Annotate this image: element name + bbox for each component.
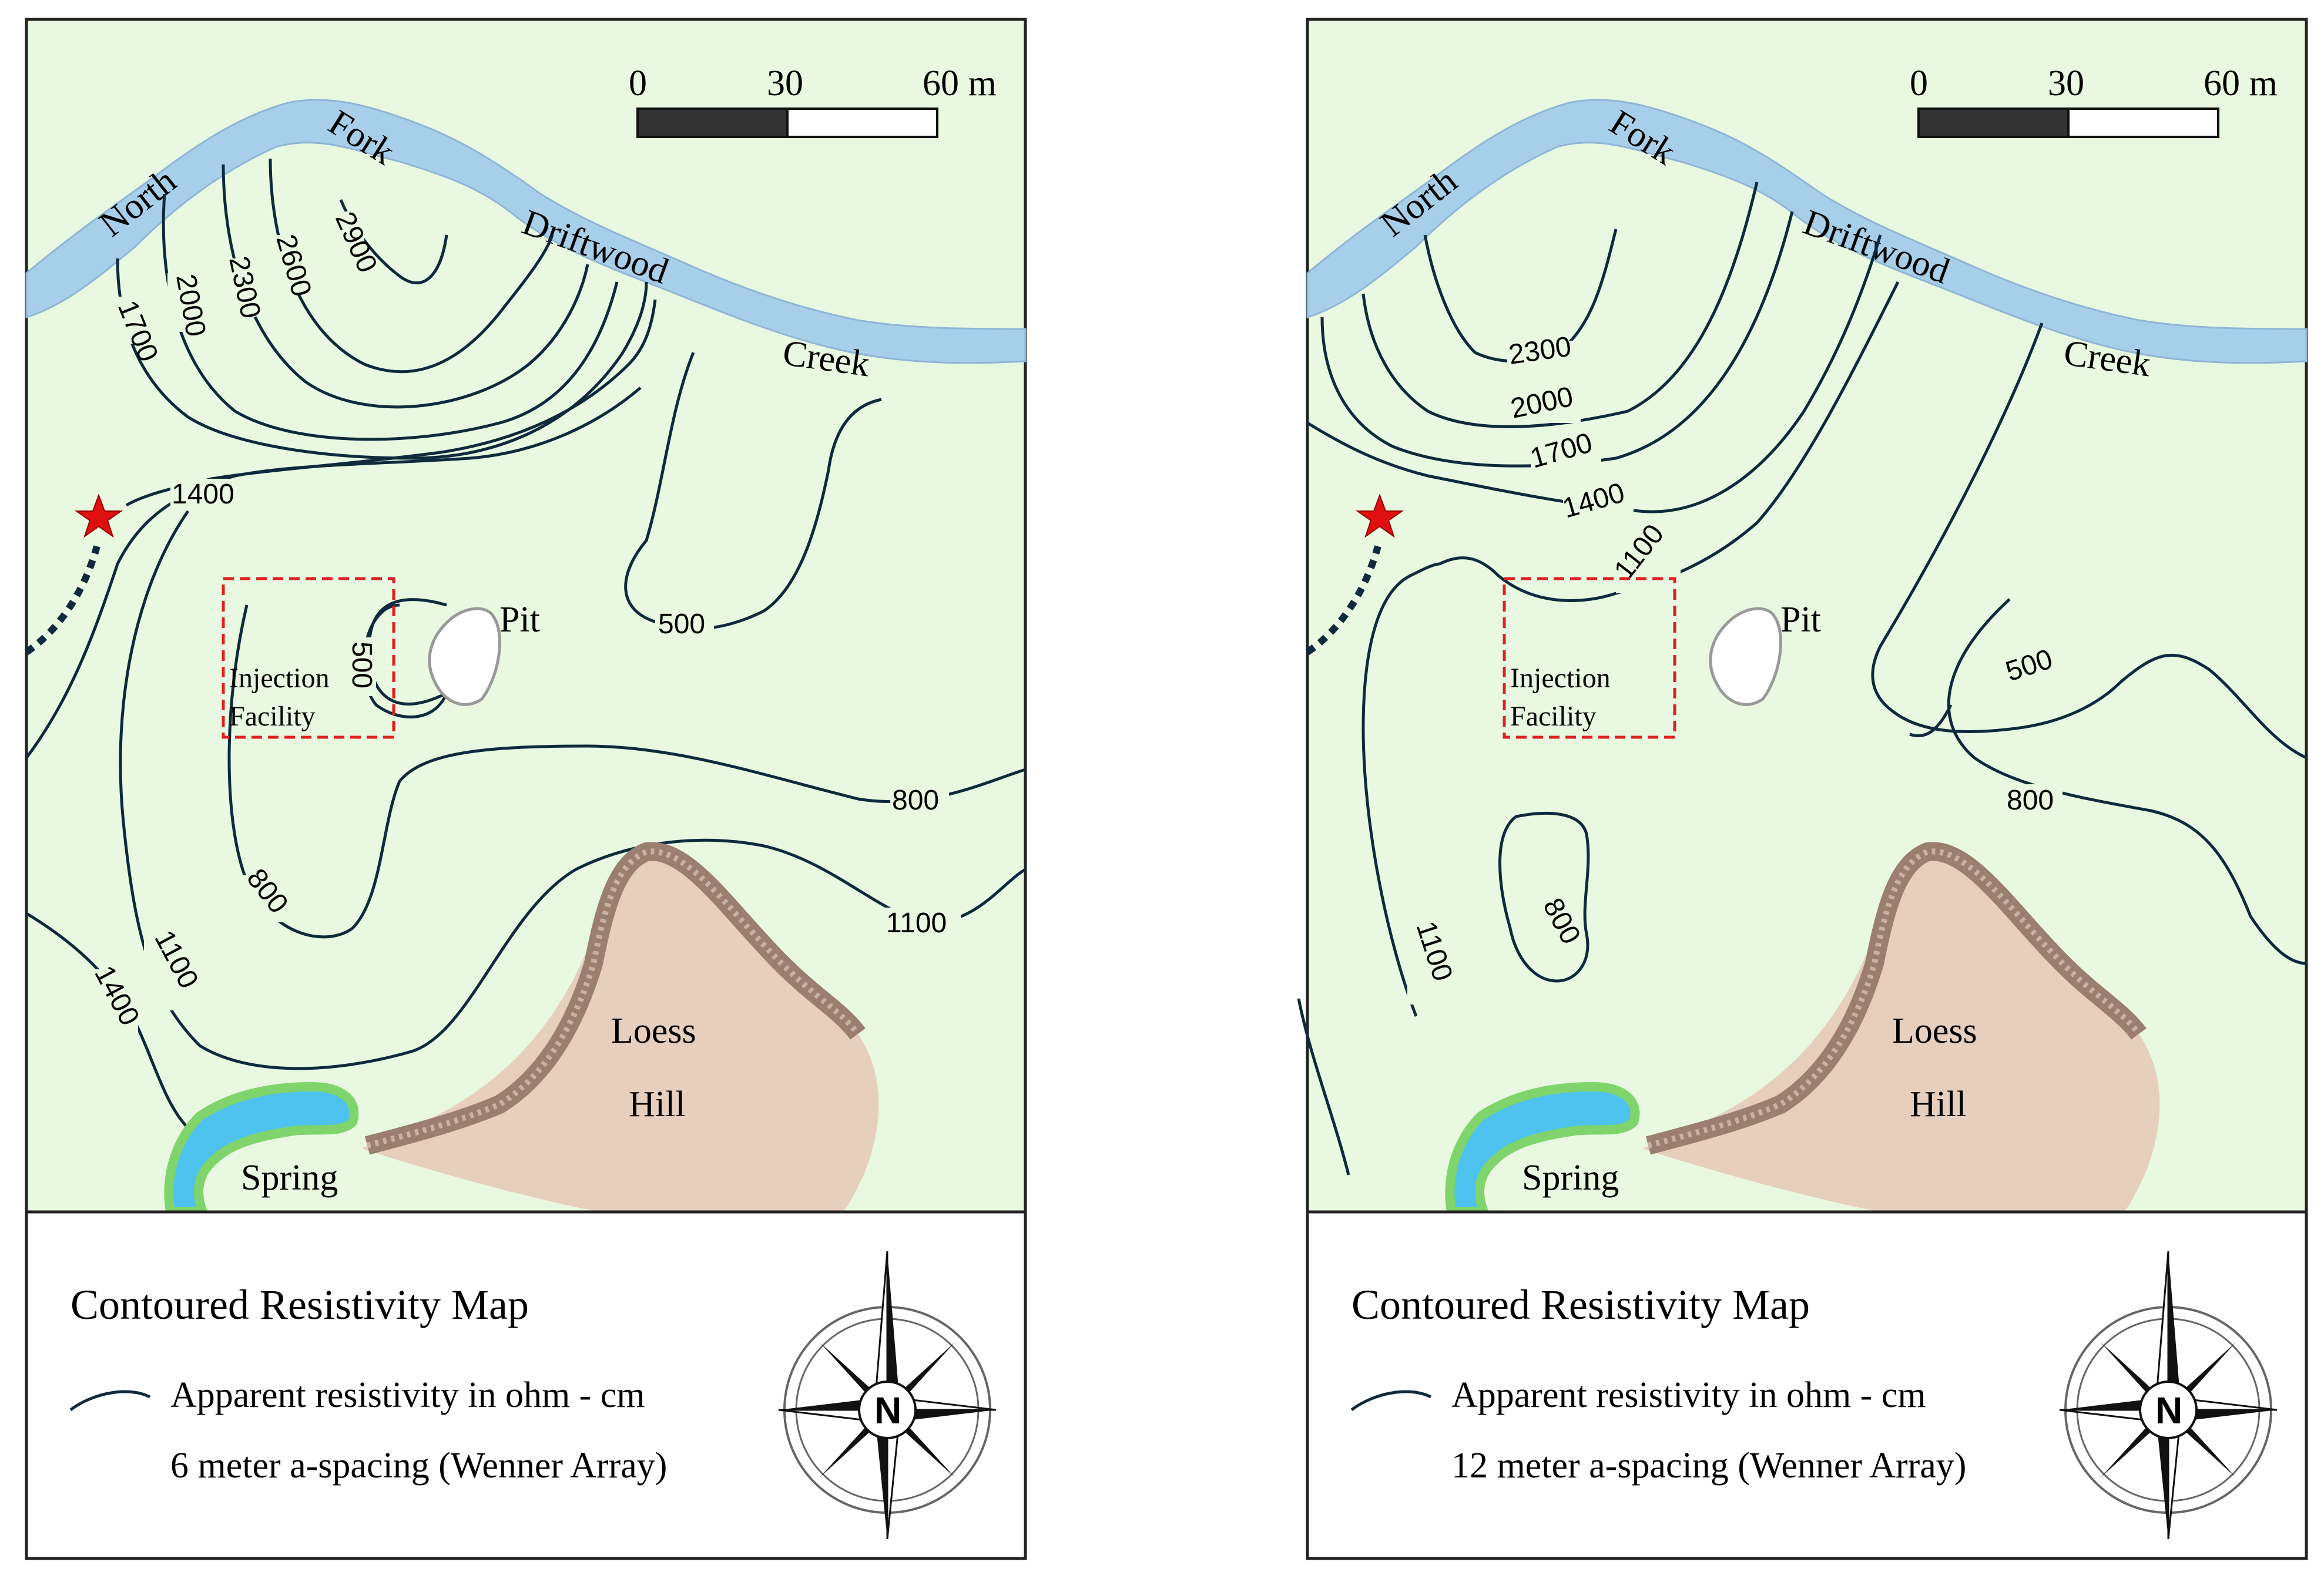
facility-label-line2: Facility	[229, 701, 316, 732]
legend-contour-symbol	[69, 1390, 151, 1412]
contour-label-1100-right: 1100	[886, 908, 947, 939]
spring	[1445, 1081, 1640, 1217]
injection-facility-box	[222, 577, 395, 739]
scale-tick-0: 0	[629, 63, 647, 103]
legend-line-label: Apparent resistivity in ohm - cm	[170, 1375, 645, 1415]
pit-label: Pit	[1780, 600, 1821, 640]
scale-tick-30: 30	[767, 63, 803, 103]
scale-tick-30: 30	[2048, 63, 2084, 103]
scale-tick-60: 60 m	[2204, 63, 2278, 103]
scale-tick-60: 60 m	[923, 63, 997, 103]
contour-label-800-right: 800	[2007, 785, 2054, 816]
legend-title: Contoured Resistivity Map	[1352, 1281, 1810, 1328]
injection-facility-box	[1503, 577, 1676, 739]
facility-label-line1: Injection	[229, 663, 330, 694]
legend-spacing: 12 meter a-spacing (Wenner Array)	[1451, 1446, 1966, 1486]
scale-bar: 0 30 60 m	[1910, 63, 2278, 138]
river	[1306, 99, 2308, 364]
river	[25, 99, 1027, 364]
contour-label-800-right: 800	[892, 785, 939, 816]
scale-bar: 0 30 60 m	[629, 63, 997, 138]
pit-label: Pit	[499, 600, 540, 640]
hill-label-line2: Hill	[1910, 1084, 1966, 1124]
map-panel-12m: North Fork Driftwood Creek 0 30 60 m 230…	[1287, 0, 2324, 1572]
map-panel-6m: North Fork Driftwood Creek 0 30 60 m 170…	[0, 0, 1058, 1572]
scale-tick-0: 0	[1910, 63, 1928, 103]
spring	[164, 1081, 359, 1217]
legend-line-label: Apparent resistivity in ohm - cm	[1451, 1375, 1926, 1415]
contour-label-1400-top: 1400	[172, 479, 234, 510]
dotted-trail	[24, 545, 100, 655]
legend-spacing: 6 meter a-spacing (Wenner Array)	[170, 1446, 667, 1486]
hill-label-line1: Loess	[611, 1011, 696, 1051]
contour-label-500-right: 500	[658, 609, 705, 640]
facility-label-line1: Injection	[1510, 663, 1611, 694]
compass-rose-icon: N	[778, 1251, 997, 1540]
compass-rose-icon: N	[2059, 1251, 2278, 1540]
pit	[428, 607, 501, 706]
hill-label-line2: Hill	[629, 1084, 685, 1124]
facility-label-line2: Facility	[1510, 701, 1597, 732]
spring-label: Spring	[1522, 1158, 1619, 1198]
compass-letter: N	[2155, 1389, 2182, 1432]
pit	[1709, 607, 1782, 706]
hill-label-line1: Loess	[1892, 1011, 1977, 1051]
contour-label-500-facility: 500	[346, 641, 377, 688]
spring-label: Spring	[241, 1158, 338, 1198]
star-marker	[1355, 493, 1404, 538]
compass-letter: N	[874, 1389, 901, 1432]
legend-contour-symbol	[1350, 1390, 1432, 1412]
legend-title: Contoured Resistivity Map	[71, 1281, 529, 1328]
dotted-trail	[1305, 545, 1381, 655]
star-marker	[74, 493, 123, 538]
